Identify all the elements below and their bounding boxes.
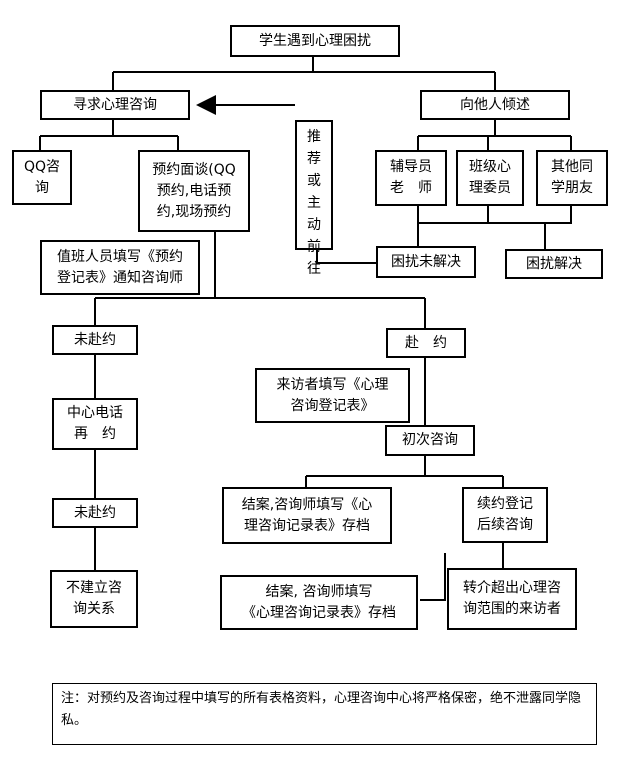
start-node: 学生遇到心理困扰	[230, 25, 400, 57]
first-consult-node: 初次咨询	[385, 425, 475, 456]
line-confidants-merge	[417, 206, 572, 224]
no-show-node-1: 未赴约	[52, 325, 138, 355]
visitor-form-node: 来访者填写《心理 咨询登记表》	[255, 368, 410, 423]
line-start-split	[112, 55, 496, 90]
referral-node: 转介超出心理咨 询范围的来访者	[447, 568, 577, 630]
seek-help-node: 寻求心理咨询	[40, 90, 190, 120]
class-committee-node: 班级心 理委员	[456, 150, 524, 206]
close-case-node-1: 结案,咨询师填写《心 理咨询记录表》存档	[222, 487, 392, 544]
counselor-node: 辅导员 老 师	[375, 150, 447, 206]
friends-node: 其他同 学朋友	[536, 150, 608, 206]
no-relationship-node: 不建立咨 询关系	[50, 570, 138, 628]
qq-node: QQ咨 询	[12, 150, 72, 205]
line-seek-split	[39, 120, 179, 150]
no-show-node-2: 未赴约	[52, 498, 138, 528]
phone-reschedule-node: 中心电话 再 约	[52, 398, 138, 450]
line-continue-left	[420, 553, 446, 601]
continue-node: 续约登记 后续咨询	[462, 487, 548, 543]
appointment-node: 预约面谈(QQ 预约,电话预 约,现场预约	[138, 150, 250, 232]
close-case-node-2: 结案, 咨询师填写 《心理咨询记录表》存档	[220, 575, 418, 630]
recommend-node: 推 荐 或 主 动 前 往	[295, 120, 333, 277]
confidentiality-note: 注：对预约及咨询过程中填写的所有表格资料，心理咨询中心将严格保密，绝不泄露同学隐…	[52, 683, 597, 745]
unresolved-node: 困扰未解决	[376, 246, 476, 278]
duty-staff-node: 值班人员填写《预约 登记表》通知咨询师	[40, 240, 200, 295]
resolved-node: 困扰解决	[505, 249, 603, 279]
line-unresolved-back	[316, 250, 376, 264]
line-first-split	[305, 456, 504, 487]
line-appointment-down	[95, 232, 425, 299]
attend-node: 赴 约	[386, 328, 466, 358]
confide-node: 向他人倾述	[420, 90, 570, 120]
line-confide-split	[417, 120, 572, 150]
